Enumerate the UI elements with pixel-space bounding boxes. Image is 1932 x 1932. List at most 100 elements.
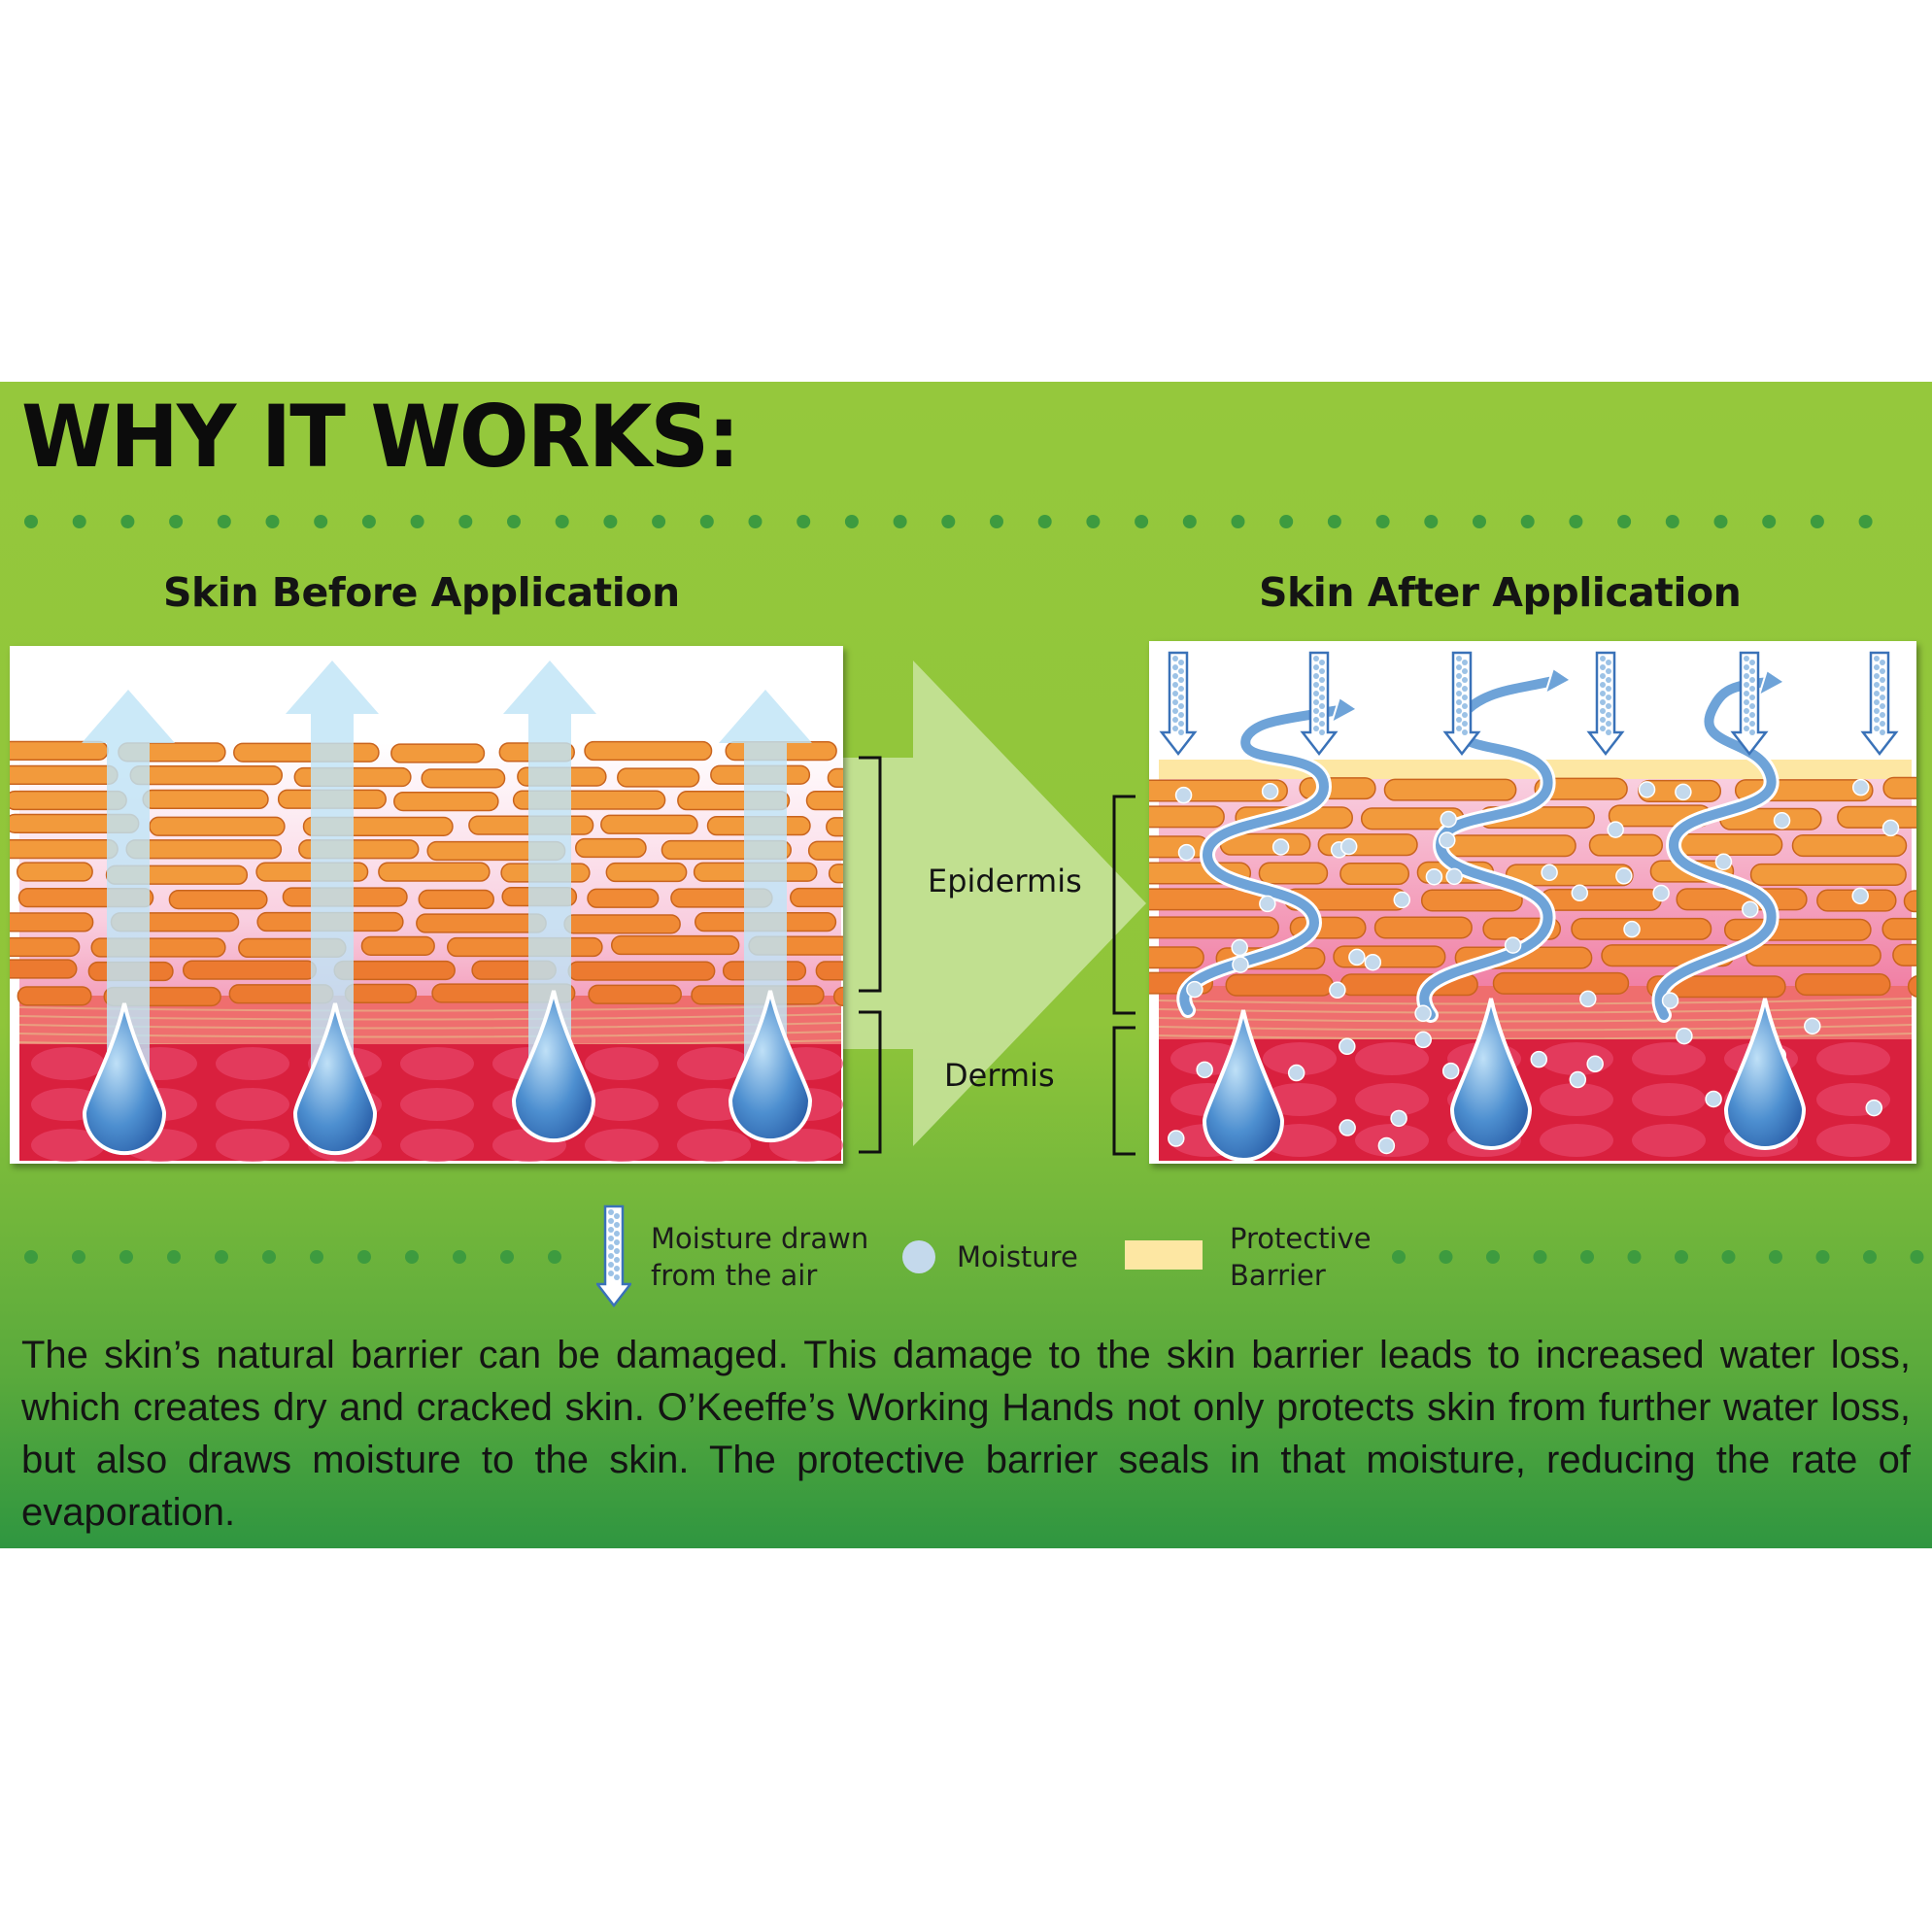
divider-dot	[310, 1250, 323, 1264]
skin-cell	[567, 961, 716, 981]
air-moisture-bubble	[1456, 708, 1462, 714]
moisture-dot-icon	[1259, 895, 1276, 913]
dermis-cell	[677, 1129, 751, 1162]
moisture-dot-icon	[1804, 1017, 1821, 1035]
divider-dot	[361, 515, 376, 528]
air-moisture-bubble	[614, 1213, 620, 1219]
divider-dot	[72, 1250, 85, 1264]
skin-cell	[125, 839, 283, 860]
dermis-cell	[1355, 1083, 1429, 1116]
skin-cell	[1671, 832, 1783, 857]
skin-cell	[1749, 863, 1907, 886]
dermis-cell	[585, 1129, 659, 1162]
air-moisture-bubble	[1880, 729, 1885, 735]
moisture-dot-icon	[1615, 867, 1633, 885]
skin-cell	[1420, 889, 1523, 912]
air-moisture-bubble	[1880, 712, 1885, 718]
skin-cell	[610, 934, 740, 956]
skin-cell	[1149, 805, 1225, 829]
air-moisture-bubble	[614, 1257, 620, 1263]
top-dotted-divider	[24, 515, 1873, 528]
skin-cell	[418, 889, 494, 910]
skin-cell	[827, 767, 843, 789]
air-moisture-bubble	[1456, 664, 1462, 670]
skin-cell	[1903, 890, 1916, 913]
divider-dot	[120, 515, 135, 528]
dermis-cell	[216, 1088, 289, 1121]
air-moisture-bubble	[608, 1253, 614, 1259]
skin-cell	[563, 914, 681, 934]
air-moisture-bubble	[1313, 699, 1319, 705]
moisture-dot-icon	[1579, 990, 1597, 1008]
air-moisture-bubble	[1600, 673, 1606, 679]
moisture-dot-icon	[1271, 838, 1290, 856]
dermis-cell	[400, 1047, 474, 1080]
moisture-dot-icon	[1623, 920, 1641, 938]
moisture-path-arrowhead	[1757, 668, 1786, 698]
moisture-dot-icon	[1445, 867, 1463, 886]
air-moisture-bubble	[1456, 673, 1462, 679]
divider-dot	[893, 515, 907, 528]
divider-dot	[314, 515, 328, 528]
moisture-dot-icon	[1504, 936, 1522, 954]
divider-dot	[1569, 515, 1583, 528]
evaporation-arrow	[286, 661, 379, 1073]
moisture-dot-icon	[1638, 781, 1656, 798]
moisture-dot-icon	[1851, 887, 1869, 905]
air-moisture-bubble	[1880, 668, 1885, 674]
moisture-dot-icon	[1377, 1136, 1396, 1155]
dermis-cell	[216, 1129, 289, 1162]
skin-cell	[1149, 946, 1204, 969]
bottom-dotted-divider-left	[24, 1250, 561, 1264]
moisture-dot-icon	[1196, 1061, 1213, 1079]
air-moisture-bubble	[1874, 656, 1880, 661]
air-moisture-bubble	[1600, 708, 1606, 714]
divider-dot	[357, 1250, 371, 1264]
dermis-cell	[400, 1088, 474, 1121]
divider-dot	[1327, 515, 1341, 528]
dermis-cell	[31, 1129, 105, 1162]
moisture-dot-icon	[1705, 1090, 1722, 1108]
air-moisture-bubble	[1874, 699, 1880, 705]
air-moisture-bubble	[1178, 712, 1184, 718]
air-moisture-bubble	[1462, 695, 1468, 700]
water-droplet-icon	[82, 1002, 167, 1156]
dermis-cell	[400, 1129, 474, 1162]
headline: WHY IT WORKS:	[21, 387, 740, 487]
skin-cell	[1882, 776, 1916, 799]
air-moisture-bubble	[1313, 708, 1319, 714]
air-moisture-bubble	[1606, 686, 1611, 692]
divider-dot	[990, 515, 1003, 528]
skin-cell	[832, 986, 843, 1007]
divider-dot	[1815, 1250, 1830, 1264]
bottom-dotted-divider-right	[1392, 1250, 1924, 1264]
air-moisture-bubble	[1462, 703, 1468, 709]
air-moisture-bubble	[614, 1231, 620, 1237]
air-moisture-bubble	[614, 1266, 620, 1271]
moisture-path-arrowhead	[1330, 695, 1359, 726]
skin-cell	[10, 936, 81, 958]
skin-cell	[1339, 862, 1410, 886]
skin-cell	[10, 912, 94, 932]
description-paragraph: The skin’s natural barrier can be damage…	[21, 1334, 1911, 1534]
skin-cell	[1258, 862, 1329, 885]
air-moisture-bubble	[608, 1244, 614, 1250]
air-moisture-bubble	[1749, 721, 1755, 727]
air-moisture-bubble	[1456, 656, 1462, 661]
divider-dot	[1520, 515, 1535, 528]
skin-cell	[10, 740, 109, 761]
divider-dot	[748, 515, 763, 528]
evaporation-arrow	[719, 690, 812, 1073]
legend-moisture-text: Moisture	[957, 1240, 1078, 1273]
skin-cell	[1225, 973, 1334, 997]
divider-dot	[1675, 1250, 1688, 1264]
moisture-dot-icon	[1348, 948, 1366, 966]
water-droplet-icon	[1202, 1009, 1285, 1162]
dermis-stratum-line	[1158, 998, 1913, 1005]
air-moisture-bubble	[1749, 660, 1755, 665]
air-moisture-bubble	[1874, 682, 1880, 688]
legend-barrier-line1: Protective	[1230, 1222, 1372, 1255]
air-moisture-bubble	[1600, 699, 1606, 705]
air-moisture-bubble	[1172, 708, 1178, 714]
air-moisture-bubble	[1319, 668, 1325, 674]
